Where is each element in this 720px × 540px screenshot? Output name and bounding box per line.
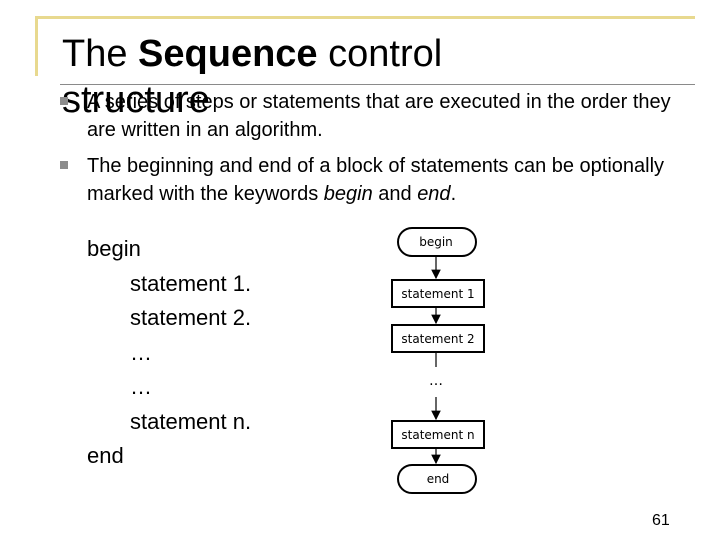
code-line: statement 1. — [130, 271, 252, 296]
flow-begin-terminal — [397, 227, 477, 257]
keyword-begin: begin — [323, 183, 373, 205]
title-part2: control — [317, 33, 443, 75]
flow-end-terminal — [397, 464, 477, 494]
flow-statement2-box — [391, 324, 485, 353]
title-divider — [60, 84, 695, 85]
decorative-top-line — [35, 16, 695, 19]
code-line: statement n. — [130, 409, 252, 434]
bullet-text-part: . — [450, 183, 457, 205]
slide-title-line2: structure — [62, 79, 210, 121]
flow-end-label: end — [427, 472, 450, 486]
decorative-left-line — [35, 16, 38, 76]
flow-statement2-label: statement 2 — [401, 332, 474, 346]
page-number: 61 — [652, 512, 670, 529]
code-line: begin — [87, 236, 141, 261]
code-line: end — [87, 443, 124, 468]
title-part1: The — [62, 33, 139, 75]
bullet-text-part: and — [372, 183, 418, 205]
code-line: statement 2. — [130, 305, 252, 330]
flow-statement1-box — [391, 279, 485, 308]
flow-ellipsis: … — [429, 373, 443, 389]
square-bullet-icon — [60, 97, 68, 105]
flow-begin-label: begin — [419, 235, 453, 249]
bullet-text: A series of steps or statements that are… — [87, 91, 671, 141]
code-line: … — [130, 374, 152, 399]
title-bold: Sequence — [138, 33, 318, 75]
square-bullet-icon — [60, 161, 68, 169]
flow-statementn-box — [391, 420, 485, 449]
keyword-end: end — [417, 183, 451, 205]
code-line: … — [130, 340, 152, 365]
slide-title: The Sequence control — [62, 31, 442, 77]
flow-statement1-label: statement 1 — [401, 287, 474, 301]
bullet-text: The beginning and end of a block of stat… — [87, 152, 687, 208]
bullet-text-part: The beginning and end of a block of stat… — [87, 155, 665, 205]
flow-statementn-label: statement n — [401, 428, 474, 442]
